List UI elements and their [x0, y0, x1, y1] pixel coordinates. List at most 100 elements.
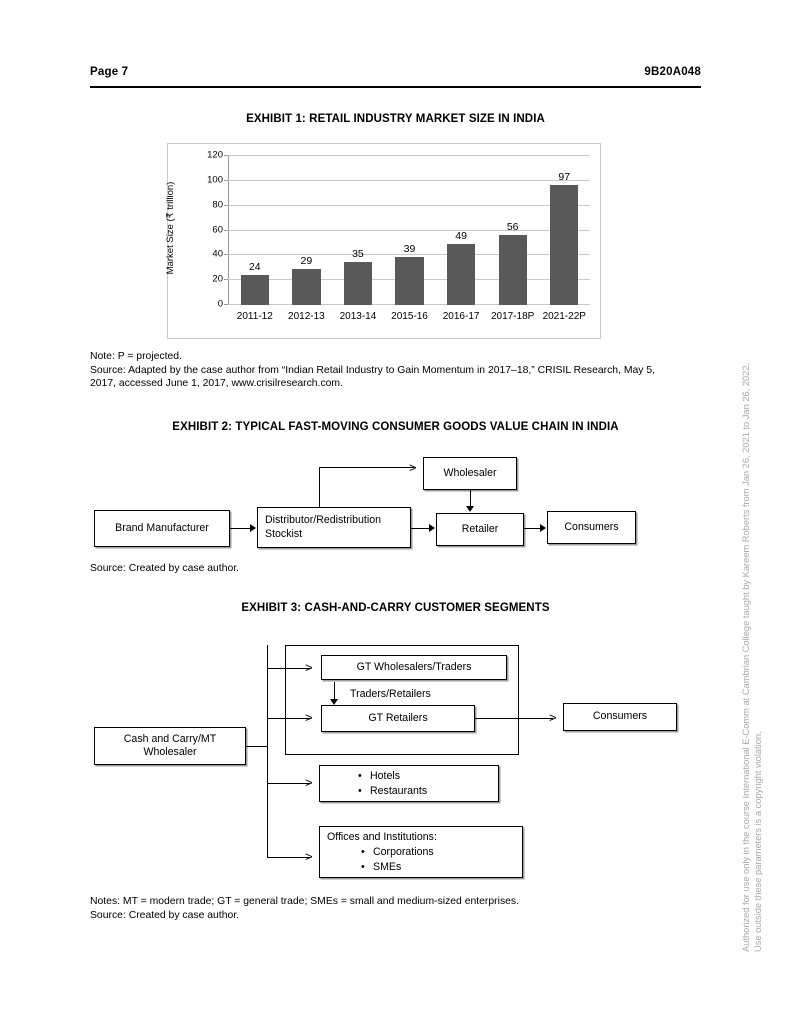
ex2-connector-distributor-up — [319, 467, 320, 508]
exhibit-1-title: EXHIBIT 1: RETAIL INDUSTRY MARKET SIZE I… — [246, 113, 545, 125]
chart-y-tick-label: 0 — [217, 298, 223, 310]
chart-y-tick-mark — [224, 204, 228, 206]
chart-x-tick-label: 2011-12 — [236, 311, 273, 322]
chart-bar-value-label: 24 — [248, 261, 261, 274]
ex3-connector-source-stem — [246, 746, 268, 747]
ex2-arrow-brand-to-distributor — [250, 524, 256, 532]
page-header: Page 7 9B20A048 — [90, 66, 701, 78]
chart-y-tick-label: 20 — [212, 273, 223, 285]
chart-bar — [446, 244, 476, 305]
chart-bar — [498, 235, 527, 305]
exhibit-3-notes-line: Notes: MT = modern trade; GT = general t… — [90, 896, 519, 907]
bullet-icon: • — [358, 784, 362, 797]
ex2-arrow-distributor-to-retailer — [429, 524, 435, 532]
ex3-connector-to-hotels — [267, 783, 310, 784]
chart-bar-value-label: 39 — [403, 242, 416, 255]
ex3-bullet-smes-label: SMEs — [373, 860, 402, 873]
ex3-cash-and-carry-line-1: Cash and Carry/MT — [123, 732, 217, 745]
ex2-arrow-wholesaler-to-retailer — [466, 506, 474, 512]
watermark-line-1: Authorized for use only in the course In… — [741, 362, 751, 952]
ex3-general-trade-group — [285, 645, 519, 755]
chart-bar-group: 49 2016-17 — [435, 156, 487, 322]
ex3-connector-to-gt-wholesalers — [267, 668, 310, 669]
bullet-icon: • — [361, 860, 365, 873]
ex2-connector-wholesaler-to-retailer — [470, 490, 471, 507]
header-divider — [90, 86, 701, 88]
chart-y-axis-label: Market Size (₹ trillion) — [165, 181, 176, 275]
chart-bar-value-label: 35 — [352, 247, 364, 260]
ex2-node-wholesaler: Wholesaler — [423, 457, 517, 490]
ex3-connector-spine — [267, 645, 268, 857]
chart-x-tick-label: 2021-22P — [542, 311, 586, 322]
chart-x-tick-label: 2017-18P — [490, 311, 535, 322]
chart-bar-value-label: 97 — [558, 170, 571, 183]
chart-y-tick-mark — [224, 179, 228, 181]
ex3-connector-to-offices — [267, 857, 310, 858]
exhibit-1-note-line: Note: P = projected. — [90, 351, 182, 362]
chart-x-tick-label: 2012-13 — [288, 311, 325, 322]
ex3-arrow-to-offices: > — [305, 849, 313, 864]
document-id-label: 9B20A048 — [644, 66, 701, 78]
ex3-offices-heading: Offices and Institutions: — [327, 830, 437, 843]
ex2-node-brand-manufacturer: Brand Manufacturer — [94, 510, 230, 547]
ex3-bullet-restaurants: • Restaurants — [324, 784, 494, 799]
ex3-node-offices-institutions: Offices and Institutions: •Corporations … — [319, 826, 523, 878]
ex3-arrow-wholesalers-to-retailers — [330, 699, 338, 705]
ex3-bullet-restaurants-label: Restaurants — [370, 784, 428, 797]
ex3-node-hotels-restaurants: •Hotels • Restaurants — [319, 765, 499, 802]
ex2-connector-brand-to-distributor — [230, 528, 251, 529]
chart-x-tick-label: 2013-14 — [339, 311, 377, 322]
chart-bar — [395, 256, 424, 305]
chart-y-tick-mark — [224, 279, 228, 281]
exhibit-3-source-line: Source: Created by case author. — [90, 909, 240, 921]
ex3-connector-to-gt-retailers — [267, 718, 310, 719]
chart-y-tick-label: 40 — [212, 248, 223, 260]
exhibit-1-source-line-1: Source: Adapted by the case author from … — [90, 364, 656, 376]
chart-bar-value-label: 49 — [455, 230, 467, 243]
ex3-arrow-to-hotels: > — [305, 775, 313, 790]
page-number-label: Page 7 — [90, 66, 129, 78]
watermark-line-2: Use outside these parameters is a copyri… — [753, 731, 763, 952]
ex3-arrow-to-gt-wholesalers: > — [305, 660, 313, 675]
ex3-arrow-to-gt-retailers: > — [305, 710, 313, 725]
ex3-node-cash-and-carry: Cash and Carry/MT Wholesaler — [94, 727, 246, 765]
ex3-node-gt-wholesalers: GT Wholesalers/Traders — [321, 655, 507, 680]
chart-y-tick-label: 100 — [207, 174, 223, 186]
ex2-connector-retailer-to-consumers — [524, 528, 541, 529]
ex3-node-consumers: Consumers — [563, 703, 677, 731]
chart-bar-group: 39 2015-16 — [384, 156, 436, 322]
ex2-distributor-line-1: Distributor/Redistribution — [265, 514, 381, 526]
exhibit-2-source-line: Source: Created by case author. — [90, 563, 240, 574]
ex3-bullet-hotels: •Hotels — [324, 769, 494, 784]
ex2-arrow-to-wholesaler: > — [409, 460, 417, 475]
ex3-label-traders-retailers: Traders/Retailers — [350, 688, 431, 700]
chart-bar-group: 24 2011-12 — [229, 156, 281, 322]
chart-gridline: 120 — [207, 150, 590, 161]
chart-bar — [343, 261, 373, 305]
chart-gridline: 40 — [212, 249, 590, 260]
exhibit-2-notes: Source: Created by case author. — [90, 562, 705, 576]
chart-x-tick-label: 2016-17 — [442, 311, 480, 322]
ex2-distributor-line-2: Stockist — [265, 527, 303, 540]
ex3-cash-and-carry-line-2: Wholesaler — [143, 746, 197, 758]
ex2-node-consumers: Consumers — [547, 511, 636, 544]
chart-y-tick-mark — [224, 155, 228, 156]
ex2-connector-distributor-to-retailer — [411, 528, 430, 529]
chart-bar — [550, 184, 579, 305]
chart-gridline: 100 — [207, 174, 590, 185]
ex2-node-distributor: Distributor/Redistribution Stockist — [257, 507, 411, 548]
chart-y-tick-label: 80 — [212, 199, 223, 211]
ex2-connector-to-wholesaler — [319, 467, 414, 468]
exhibit-3-title: EXHIBIT 3: CASH-AND-CARRY CUSTOMER SEGME… — [241, 602, 550, 614]
bullet-icon: • — [361, 845, 365, 858]
ex2-arrow-retailer-to-consumers — [540, 524, 546, 532]
chart-x-tick-label: 2015-16 — [391, 311, 428, 322]
chart-bar-group: 35 2013-14 — [332, 156, 384, 322]
ex3-connector-wholesalers-to-retailers — [334, 682, 335, 700]
